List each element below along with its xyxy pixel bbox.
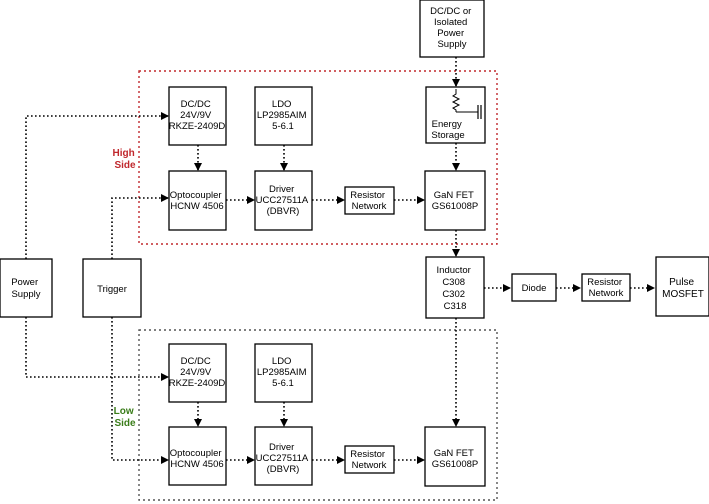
power-supply-block: Power Supply [0,258,53,318]
svg-text:DC/DC 24V/9V RKZE-: DC/DC 24V/9V RKZE-2409D [169,99,226,132]
hs-resistor-network-block: Resistor Network [344,186,395,215]
svg-text:LDO LP2985AIM 5-6.: LDO LP2985AIM 5-6.1 [257,356,309,389]
svg-text:Resistor Network: Resistor Network [350,190,387,212]
svg-text:Optocoupler HCNW 4506: Optocoupler HCNW 4506 [170,190,224,212]
svg-text:GaN FET GS61008P: GaN FET GS61008P [432,190,478,212]
ls-resistor-network-block: Resistor Network [344,445,395,474]
trigger-block: Trigger [82,258,142,318]
ls-dcdc-block: DC/DC 24V/9V RKZE-2409D [168,343,227,403]
diode-block: Diode [511,273,557,302]
inductor-block: Inductor C308 C302 C318 [425,256,485,319]
svg-text:Resistor Network: Resistor Network [350,449,387,471]
svg-text:Optocoupler HCNW 4506: Optocoupler HCNW 4506 [170,448,224,470]
svg-text:Power Supply: Power Supply [11,277,41,300]
low-side-region [138,329,498,501]
energy-storage-block: Energy Storage [425,86,486,144]
svg-text:Trigger: Trigger [97,284,127,295]
hs-ldo-block: LDO LP2985AIM 5-6.1 [254,86,313,146]
hs-optocoupler-block: Optocoupler HCNW 4506 [168,170,227,231]
svg-text:Driver UCC27511A (: Driver UCC27511A (DBVR) [256,442,311,475]
output-resistor-network-block: Resistor Network [581,273,631,302]
pulse-mosfet-block: Pulse MOSFET [655,256,709,317]
svg-text:Driver UCC27511A (: Driver UCC27511A (DBVR) [256,184,311,217]
high-side-region [138,70,498,245]
svg-text:Inductor C308 C302: Inductor C308 C302 C318 [437,265,474,312]
ls-gan-fet-block: GaN FET GS61008P [424,426,486,487]
resistor-capacitor-icon [451,89,482,119]
isolated-supply-block: DC/DC or Isolated Power Supply [419,0,485,58]
svg-text:GaN FET GS61008P: GaN FET GS61008P [432,448,478,470]
svg-text:Resistor Network: Resistor Network [587,277,624,299]
svg-text:Pulse MOSFET: Pulse MOSFET [662,277,704,300]
low-side-label: Low Side [114,406,137,429]
high-side-label: High Side [113,148,138,171]
ls-ldo-block: LDO LP2985AIM 5-6.1 [254,343,313,403]
ls-driver-block: Driver UCC27511A (DBVR) [254,426,313,486]
svg-text:DC/DC 24V/9V RKZE-: DC/DC 24V/9V RKZE-2409D [169,356,226,389]
hs-driver-block: Driver UCC27511A (DBVR) [254,170,313,231]
hs-dcdc-block: DC/DC 24V/9V RKZE-2409D [168,86,227,146]
hs-gan-fet-block: GaN FET GS61008P [424,170,486,231]
connections [25,57,655,464]
ls-optocoupler-block: Optocoupler HCNW 4506 [168,426,227,486]
svg-text:Energy Storage: Energy Storage [431,119,464,141]
svg-text:Diode: Diode [522,283,547,294]
svg-text:LDO LP2985AIM 5-6.: LDO LP2985AIM 5-6.1 [257,99,309,132]
svg-text:DC/DC or Isolated: DC/DC or Isolated Power Supply [430,6,474,50]
